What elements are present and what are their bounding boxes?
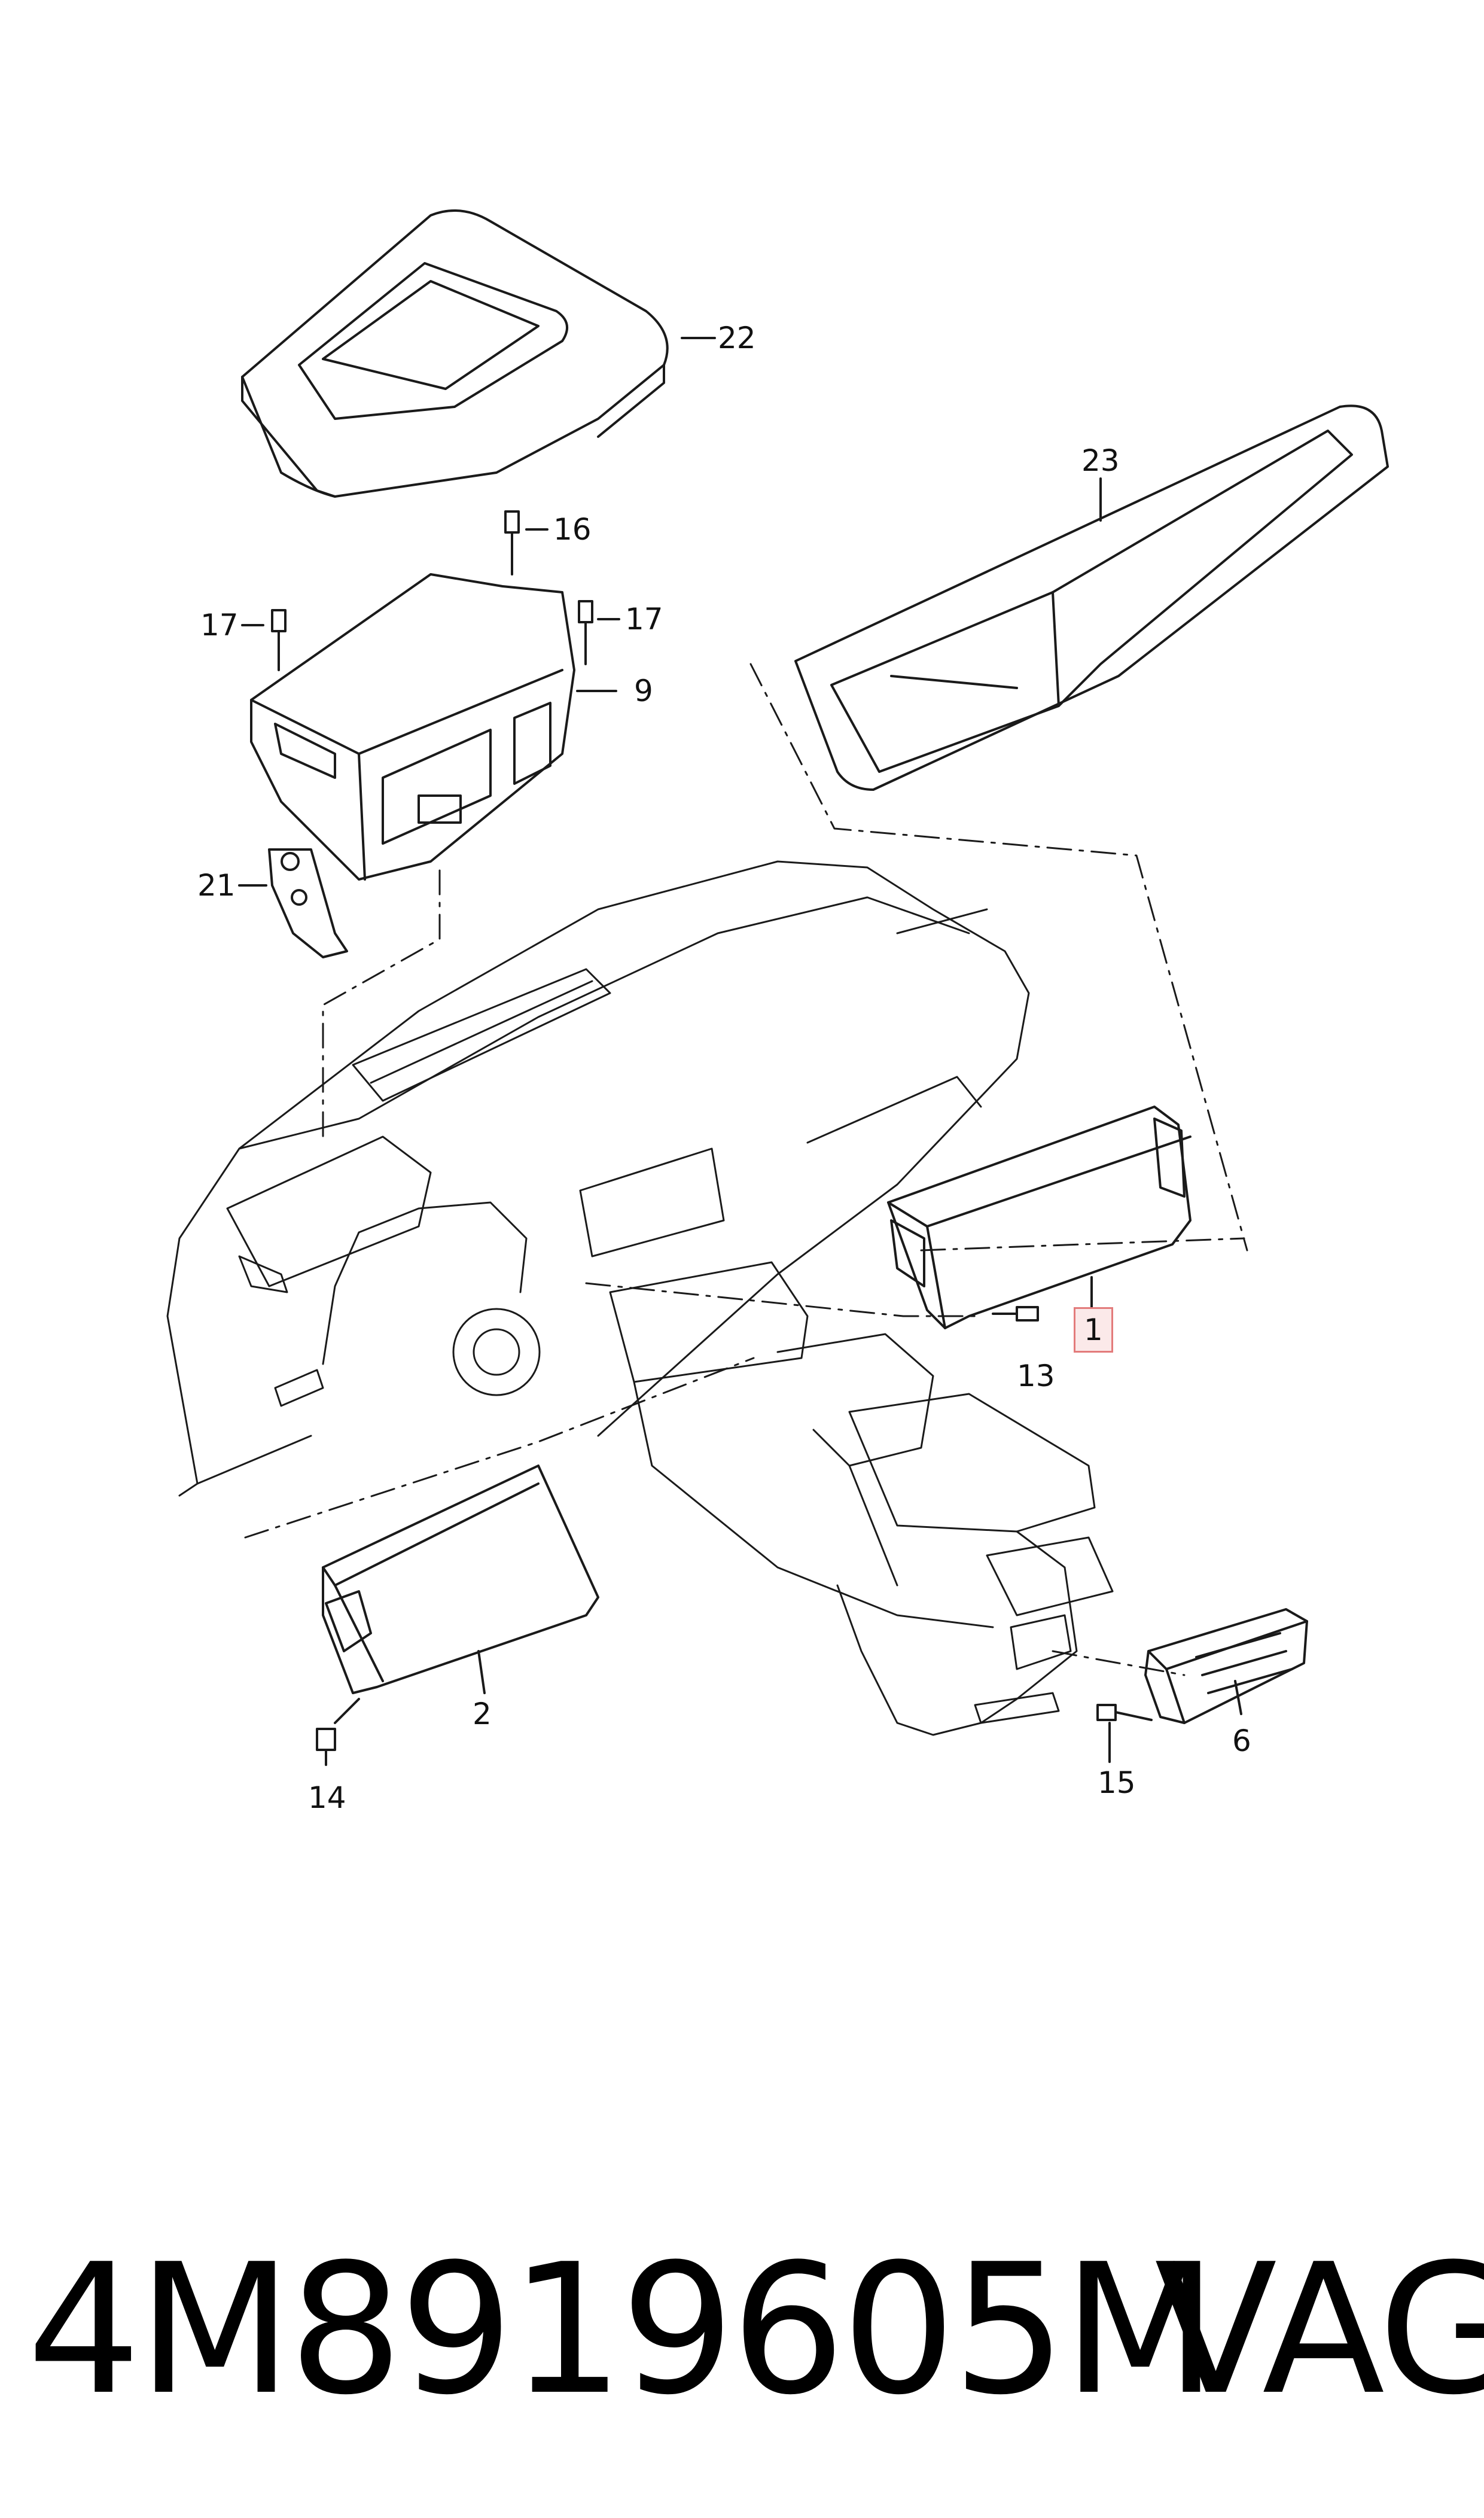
- screw-17-left: [241, 609, 287, 671]
- screw-17-right: [578, 600, 620, 665]
- part-9-module: [250, 573, 617, 881]
- part-2-display: [322, 1464, 599, 1694]
- screw-14: [316, 1698, 360, 1766]
- part-6-panel: [1144, 1608, 1308, 1724]
- exploded-parts-diagram: [166, 209, 1389, 1766]
- callout-23: 23: [1081, 443, 1120, 478]
- callout-14: 14: [308, 1780, 346, 1815]
- callout-17-left: 17: [200, 608, 239, 643]
- brand-label: VAG: [1154, 2225, 1484, 2434]
- callout-13: 13: [1017, 1359, 1055, 1393]
- part-23-trim-strip: [794, 404, 1389, 791]
- callout-6: 6: [1232, 1724, 1251, 1758]
- screw-15: [1096, 1704, 1153, 1763]
- part-1-display: [887, 1106, 1192, 1329]
- part-22-cover: [241, 209, 716, 498]
- callout-9: 9: [634, 674, 653, 708]
- callout-21: 21: [197, 868, 236, 903]
- callout-15: 15: [1098, 1765, 1136, 1800]
- dashboard-outline: [166, 860, 1114, 1736]
- callout-16: 16: [553, 512, 592, 547]
- screw-13: [992, 1306, 1039, 1322]
- callout-1-highlighted: 1: [1074, 1307, 1113, 1353]
- callout-2: 2: [473, 1697, 492, 1731]
- callout-17-right: 17: [625, 602, 663, 637]
- part-21-bracket: [238, 848, 348, 958]
- screw-16: [504, 510, 548, 576]
- callout-22: 22: [718, 321, 756, 355]
- part-number: 4M8919605M: [27, 2225, 1218, 2434]
- leader-lines: [244, 663, 1248, 1676]
